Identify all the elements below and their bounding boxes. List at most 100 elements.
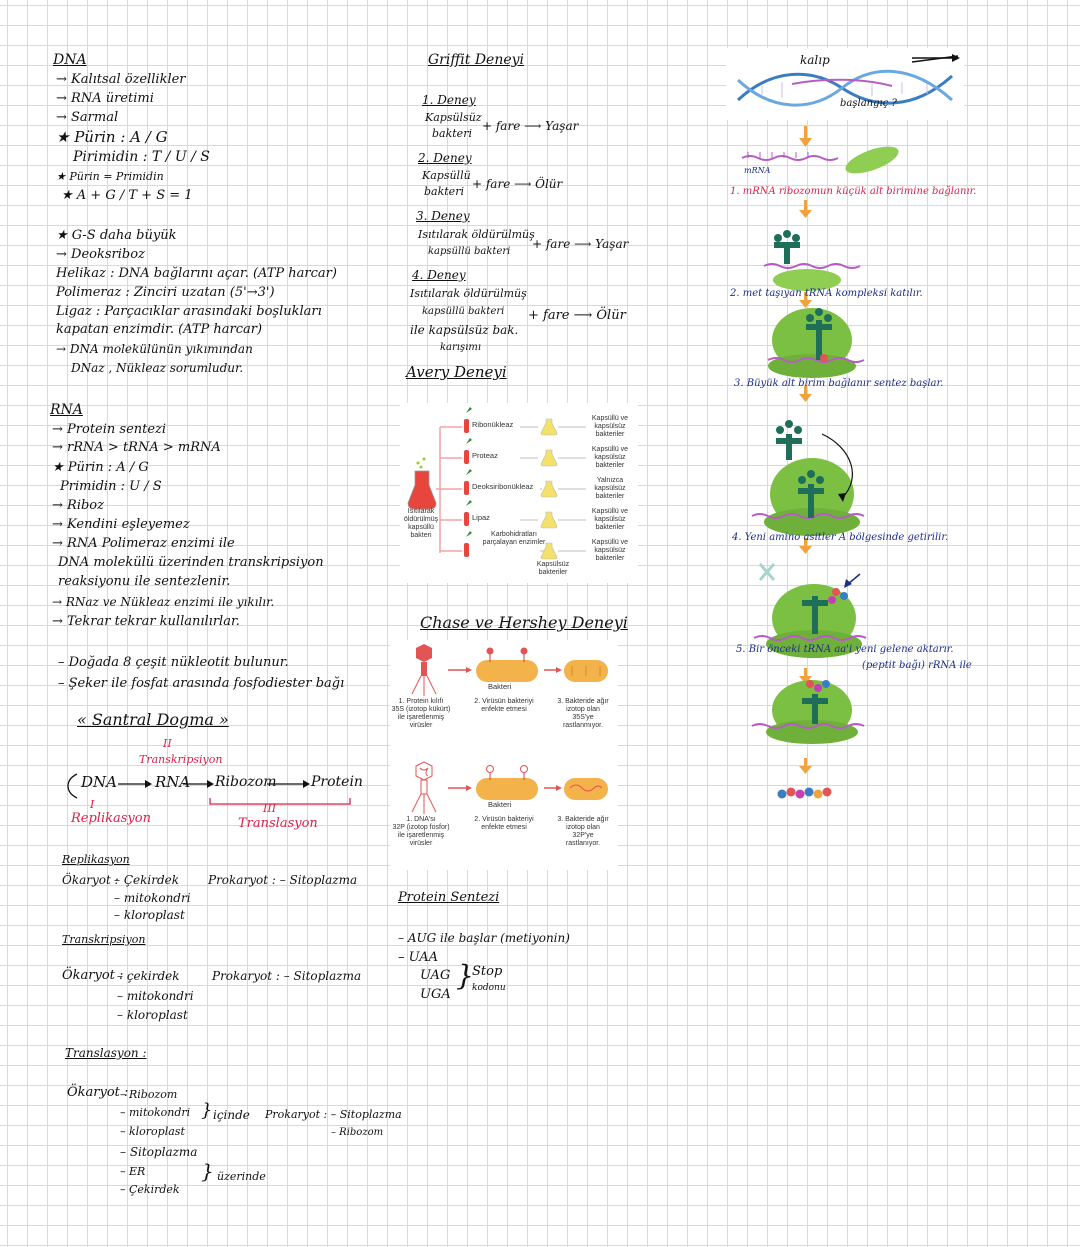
dna-line: ★ Pürin = Primidin	[56, 170, 164, 183]
result-label: Kapsüllü ve kapsülsüz bakteriler	[591, 539, 629, 562]
brace-icon: }	[201, 1159, 214, 1183]
rna-line: → RNaz ve Nükleaz enzimi ile yıkılır.	[52, 595, 275, 609]
rna-line: → Kendini eşleyemez	[52, 517, 190, 532]
dna-line: Pirimidin : T / U / S	[73, 149, 210, 165]
dna-line: → Deoksriboz	[56, 247, 145, 262]
enzyme-label: Lipaz	[472, 513, 490, 522]
dna-line: Helikaz : DNA bağlarını açar. (ATP harca…	[56, 266, 337, 281]
stop-codon: UGA	[420, 987, 451, 1002]
experiment-result: + fare ⟶ Yaşar	[482, 119, 579, 133]
stop-label: Stop	[472, 964, 503, 979]
prokaryot-text: – Ribozom	[331, 1127, 384, 1138]
enzyme-label: Proteaz	[472, 451, 498, 460]
experiment-text: kapsüllü bakteri	[428, 246, 511, 257]
prokaryot-text: Prokaryot : – Sitoplazma	[212, 969, 362, 983]
experiment-text: Isıtılarak öldürülmüş	[418, 228, 535, 241]
result-label: Kapsüllü ve kapsülsüz bakteriler	[591, 508, 629, 531]
dna-line: kapatan enzimdir. (ATP harcar)	[56, 322, 263, 337]
dogma-protein: Protein	[311, 774, 363, 790]
okaryot-item: – kloroplast	[120, 1125, 185, 1138]
okaryot-item: – Çekirdek	[120, 1183, 180, 1196]
bakteri-label: Bakteri	[488, 800, 512, 809]
replikasyon-label: Replikasyon	[71, 811, 151, 826]
brace-icon: }	[201, 1100, 213, 1121]
experiment-label: 3. Deney	[416, 209, 470, 223]
translation-diagram	[726, 48, 964, 799]
bakteri-label: Bakteri	[488, 682, 512, 691]
chase-title: Chase ve Hershey Deneyi	[420, 613, 628, 632]
step-label: 3. Bakteride ağır izotop olan 35S'ye ras…	[557, 698, 609, 729]
rna-line: → rRNA > tRNA > mRNA	[52, 440, 221, 455]
step-2: 2. met taşıyan tRNA kompleksi katılır.	[730, 288, 923, 299]
translation-panel: kalıp başlangıç ? mRNA 1. mRNA ribozomun…	[712, 48, 1024, 828]
step-5: 5. Bir önceki tRNA aa'i yeni gelene akta…	[736, 644, 954, 655]
translasyon-label: Translasyon	[238, 816, 318, 831]
dna-line: DNaz , Nükleaz sorumludur.	[71, 361, 244, 375]
step-4: 4. Yeni amino asitler A bölgesinde getir…	[732, 532, 949, 543]
rna-line: → Tekrar tekrar kullanılırlar.	[52, 614, 240, 629]
dna-line: → DNA molekülünün yıkımından	[56, 342, 253, 356]
griffith-title: Griffit Deneyi	[428, 52, 525, 68]
rna-line: → Protein sentezi	[52, 422, 167, 437]
experiment-result: + fare ⟶ Ölür	[472, 177, 563, 191]
okaryot-item: – Sitoplazma	[120, 1145, 198, 1159]
dna-line: → RNA üretimi	[56, 91, 154, 106]
dogma-rna: RNA	[155, 773, 191, 791]
rna-title: RNA	[50, 402, 83, 418]
result-label: Yalnızca kapsülsüz bakteriler	[594, 477, 626, 500]
mrna-label: mRNA	[744, 166, 771, 175]
okaryot-item: – mitokondri	[120, 1106, 191, 1119]
experiment-label: 4. Deney	[412, 268, 466, 282]
num-one: I	[90, 798, 95, 811]
step-label: 2. Virüsün bakteriyi enfekte etmesi	[474, 816, 534, 831]
experiment-text: kapsüllü bakteri	[422, 306, 505, 317]
experiment-text: karışımı	[440, 342, 482, 353]
step-1: 1. mRNA ribozomun küçük alt birimine bağ…	[730, 186, 977, 197]
experiment-text: Kapsüllü	[422, 169, 471, 182]
note-line: – Şeker ile fosfat arasında fosfodiester…	[58, 676, 345, 691]
okaryot-label: Ökaryot :	[62, 873, 119, 887]
griffith-section: Griffit Deneyi 1. Deney Kapsülsüz bakter…	[406, 50, 670, 390]
rna-line: → Riboz	[52, 498, 104, 513]
okaryot-item: – ER	[120, 1165, 146, 1178]
transkripsiyon-title: Transkripsiyon	[62, 933, 146, 946]
okaryot-label: Ökaryot :	[62, 968, 124, 983]
replikasyon-title: Replikasyon	[62, 853, 130, 866]
chase-figure: Bakteri 1. Protein kılıfı 35S (izotop kü…	[390, 640, 618, 870]
step-label: 1. DNA'sı 32P (izotop fosfor) ile işaret…	[392, 816, 450, 847]
protein-title: Protein Sentezi	[398, 890, 500, 905]
dna-line: ★ Pürin : A / G	[56, 128, 168, 146]
transkripsiyon-label: Transkripsiyon	[139, 753, 223, 766]
dna-line: ★ A + G / T + S = 1	[61, 188, 193, 203]
okaryot-label: Ökaryot :	[67, 1085, 129, 1100]
step-label: 1. Protein kılıfı 35S (izotop kükürt) il…	[391, 698, 451, 729]
rna-line: DNA molekülü üzerinden transkripsiyon	[58, 555, 324, 570]
rna-line: ★ Pürin : A / G	[52, 460, 149, 475]
rna-line: reaksiyonu ile sentezlenir.	[58, 574, 231, 589]
avery-title: Avery Deneyi	[406, 363, 507, 381]
stop-codon: – UAA	[398, 950, 438, 965]
stop-codon: UAG	[420, 968, 451, 983]
okaryot-item: – mitokondri	[114, 891, 191, 905]
experiment-label: 2. Deney	[418, 151, 472, 165]
okaryot-item: – Çekirdek	[114, 873, 179, 887]
dna-line: ★ G-S daha büyük	[56, 228, 177, 243]
chase-diagram	[411, 644, 608, 814]
dogma-title: « Santral Dogma »	[77, 710, 229, 729]
kalip-label: kalıp	[800, 53, 830, 67]
step-3: 3. Büyük alt birim bağlanır sentez başla…	[734, 378, 944, 389]
okaryot-item: – mitokondri	[117, 989, 194, 1003]
bottom-result-label: Kapsülsüz bakteriler	[536, 561, 570, 576]
dogma-ribozom: Ribozom	[215, 774, 277, 790]
dogma-arrows	[67, 773, 351, 805]
num-three: III	[263, 802, 277, 815]
dna-title: DNA	[53, 52, 87, 68]
okaryot-item: – kloroplast	[114, 908, 185, 922]
uzerinde-label: üzerinde	[217, 1170, 266, 1183]
kodonu-label: kodonu	[472, 983, 506, 993]
dna-line: Ligaz : Parçacıklar arasındaki boşluklar…	[56, 304, 322, 319]
result-label: Kapsüllü ve kapsülsüz bakteriler	[591, 415, 629, 438]
step-5-note: (peptit bağı) rRNA ile	[862, 660, 972, 671]
dna-line: → Sarmal	[56, 110, 119, 125]
enzyme-label: Karbohidratları parçalayan enzimler	[482, 531, 546, 546]
